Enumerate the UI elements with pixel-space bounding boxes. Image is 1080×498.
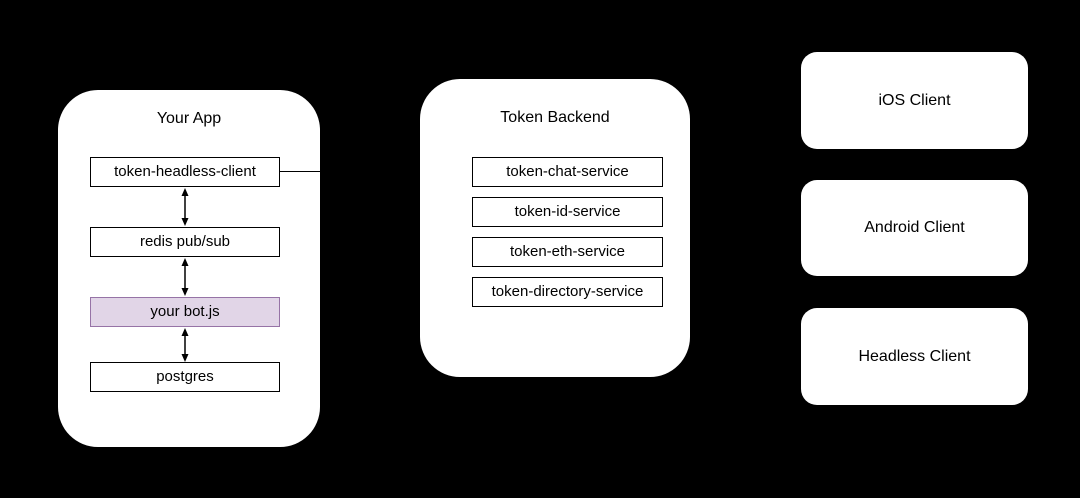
client-box-headless: Headless Client: [801, 308, 1028, 405]
node-your-bot-js: your bot.js: [90, 297, 280, 327]
client-android-label: Android Client: [864, 219, 965, 236]
your-app-group: Your App token-headless-client redis pub…: [58, 90, 320, 447]
client-ios-label: iOS Client: [878, 91, 951, 109]
node-postgres: postgres: [90, 362, 280, 392]
token-backend-group: Token Backend token-chat-service token-i…: [420, 79, 690, 377]
bidirectional-arrow: [179, 188, 191, 226]
connector-line: [280, 171, 320, 172]
bidirectional-arrow: [179, 258, 191, 296]
client-box-android: Android Client: [801, 180, 1028, 276]
node-token-directory-service: token-directory-service: [472, 277, 663, 307]
bidirectional-arrow: [179, 328, 191, 362]
node-token-headless-client: token-headless-client: [90, 157, 280, 187]
node-redis-pub-sub: redis pub/sub: [90, 227, 280, 257]
node-token-chat-service: token-chat-service: [472, 157, 663, 187]
your-app-title: Your App: [156, 110, 222, 127]
client-box-ios: iOS Client: [801, 52, 1028, 149]
node-token-id-service: token-id-service: [472, 197, 663, 227]
node-token-eth-service: token-eth-service: [472, 237, 663, 267]
token-backend-title: Token Backend: [500, 109, 610, 126]
client-headless-label: Headless Client: [858, 347, 971, 365]
